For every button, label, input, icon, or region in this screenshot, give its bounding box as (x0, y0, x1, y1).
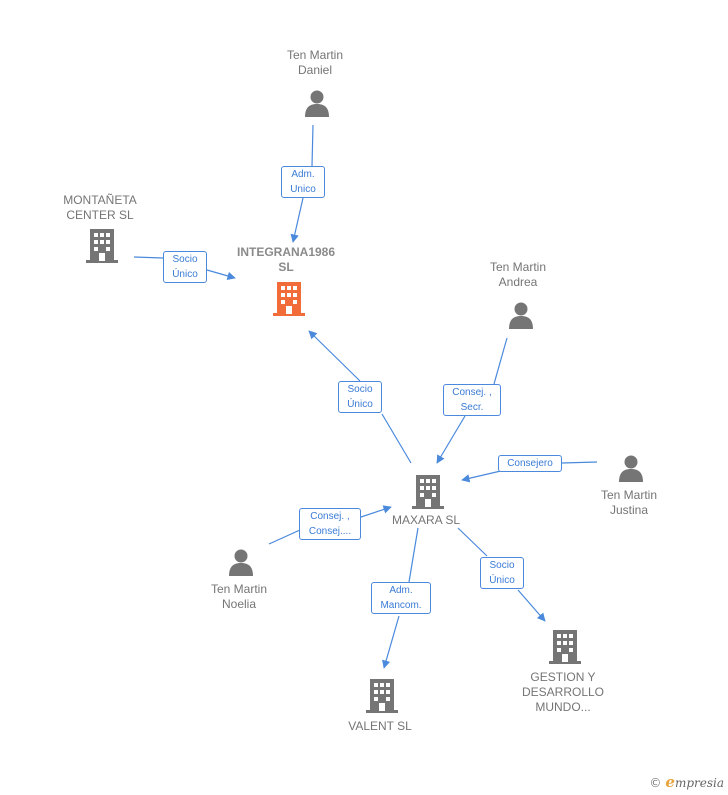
label-line: INTEGRANA1986 (236, 245, 336, 259)
edge-label-line: Adm. (291, 169, 315, 180)
edge-line-andrea-maxara (493, 337, 508, 385)
node-label-integrana[interactable]: INTEGRANA1986 SL (216, 245, 356, 275)
edge-label-daniel-integrana[interactable]: Adm. Unico (281, 166, 325, 198)
label-line: MAXARA SL (391, 513, 461, 527)
building-icon[interactable] (549, 630, 581, 664)
edge-label-line: Mancom. (380, 600, 422, 611)
node-label-justina[interactable]: Ten Martin Justina (559, 488, 699, 518)
edge-label-justina-maxara[interactable]: Consejero (498, 455, 562, 472)
label-line: Noelia (221, 597, 257, 611)
edge-label-montaneta-integrana[interactable]: Socio Único (163, 251, 207, 283)
label-line: DESARROLLO (521, 685, 605, 699)
edge-label-andrea-maxara[interactable]: Consej. , Secr. (443, 384, 501, 416)
empresia-logo[interactable]: ©empresia (649, 773, 724, 791)
node-label-daniel[interactable]: Ten Martin Daniel (245, 48, 385, 78)
edge-label-line: Único (489, 575, 515, 586)
edge-label-maxara-gestion[interactable]: Socio Único (480, 557, 524, 589)
edge-label-line: Consejero (507, 458, 553, 469)
edge-line-maxara-valent (408, 527, 419, 583)
edge-line-justina-maxara (561, 461, 598, 464)
edge-line-montaneta-integrana (206, 269, 236, 280)
label-line: Ten Martin (286, 48, 344, 62)
edge-label-line: Consej. , (310, 511, 350, 522)
edge-label-maxara-valent[interactable]: Adm. Mancom. (371, 582, 431, 614)
edge-line-daniel-integrana (311, 124, 314, 167)
label-line: MUNDO... (535, 700, 591, 714)
edge-label-noelia-maxara[interactable]: Consej. , Consej.... (299, 508, 361, 540)
copyright-icon: © (649, 776, 662, 790)
edge-line-montaneta-integrana (133, 256, 164, 259)
edge-line-maxara-integrana (308, 330, 361, 382)
label-line: Andrea (498, 275, 538, 289)
edge-label-line: Consej. , (452, 387, 492, 398)
label-line: SL (278, 260, 294, 274)
node-label-montaneta[interactable]: MONTAÑETA CENTER SL (30, 193, 170, 223)
edge-line-maxara-gestion (457, 527, 488, 557)
edge-label-line: Socio (489, 560, 515, 571)
edge-label-line: Socio (347, 384, 373, 395)
edge-line-maxara-gestion (517, 589, 546, 622)
label-line: Ten Martin (489, 260, 547, 274)
edge-line-justina-maxara (461, 469, 506, 483)
brand-name: mpresia (674, 776, 724, 790)
person-icon[interactable] (617, 454, 645, 482)
label-line: CENTER SL (66, 208, 134, 222)
building-icon[interactable] (86, 229, 118, 263)
building-icon[interactable] (412, 475, 444, 509)
label-line: Justina (609, 503, 649, 517)
label-line: Daniel (297, 63, 333, 77)
edge-label-line: Unico (290, 184, 316, 195)
edge-line-maxara-integrana (381, 413, 412, 464)
label-line: VALENT SL (348, 719, 412, 733)
edge-label-line: Único (172, 269, 198, 280)
label-line: MONTAÑETA (63, 193, 137, 207)
edge-label-maxara-integrana[interactable]: Socio Único (338, 381, 382, 413)
node-label-andrea[interactable]: Ten Martin Andrea (448, 260, 588, 290)
edge-label-line: Consej.... (308, 526, 352, 537)
node-label-maxara[interactable]: MAXARA SL (356, 513, 496, 528)
edge-label-line: Secr. (460, 402, 484, 413)
brand-initial: e (665, 773, 675, 791)
label-line: GESTION Y (530, 670, 596, 684)
label-line: Ten Martin (210, 582, 268, 596)
label-line: Ten Martin (600, 488, 658, 502)
edge-label-line: Único (347, 399, 373, 410)
building-icon-focus[interactable] (273, 282, 305, 316)
edge-line-noelia-maxara (268, 529, 301, 545)
node-label-gestion[interactable]: GESTION Y DESARROLLO MUNDO... (493, 670, 633, 715)
person-icon[interactable] (227, 548, 255, 576)
edge-line-noelia-maxara (360, 505, 392, 518)
person-icon[interactable] (507, 301, 535, 329)
node-label-valent[interactable]: VALENT SL (310, 719, 450, 734)
edge-line-maxara-valent (382, 615, 400, 669)
edge-label-line: Socio (172, 254, 198, 265)
edge-label-line: Adm. (389, 585, 413, 596)
person-icon[interactable] (303, 89, 331, 117)
building-icon[interactable] (366, 679, 398, 713)
edge-line-andrea-maxara (436, 415, 466, 464)
node-label-noelia[interactable]: Ten Martin Noelia (169, 582, 309, 612)
edge-line-daniel-integrana (290, 197, 304, 243)
